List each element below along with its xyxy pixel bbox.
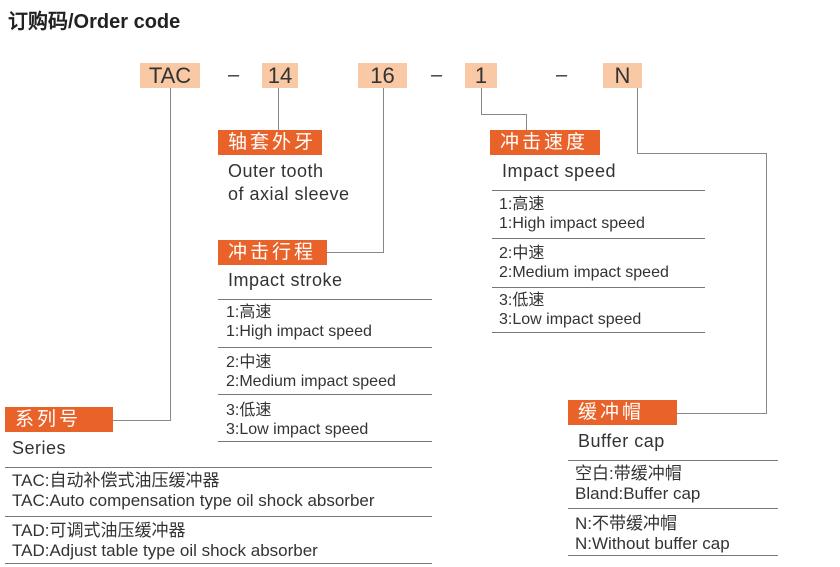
connector-line — [526, 114, 527, 130]
code-dash: – — [228, 64, 240, 86]
speed-tag: 冲击速度 — [490, 130, 600, 155]
connector-line — [637, 88, 638, 153]
cap-tag: 缓冲帽 — [568, 400, 677, 425]
series-tag: 系列号 — [5, 407, 113, 432]
divider — [492, 238, 705, 239]
divider — [492, 190, 705, 191]
code-dash: – — [431, 64, 443, 86]
stroke-tag: 冲击行程 — [218, 240, 327, 265]
series-heading: Series — [12, 438, 67, 458]
code-dash: – — [556, 64, 568, 86]
divider — [5, 563, 432, 564]
divider — [5, 516, 432, 517]
sleeve-heading: of axial sleeve — [228, 184, 350, 204]
connector-line — [677, 413, 767, 414]
stroke-heading: Impact stroke — [228, 270, 343, 290]
divider — [492, 332, 705, 333]
code-series: TAC — [140, 63, 200, 88]
divider — [492, 287, 705, 288]
connector-line — [113, 420, 171, 421]
divider — [218, 299, 432, 300]
divider — [218, 347, 432, 348]
connector-line — [481, 88, 482, 114]
code-speed: 1 — [465, 63, 497, 88]
speed-heading: Impact speed — [502, 161, 617, 181]
code-cap: N — [603, 63, 642, 88]
connector-line — [327, 252, 384, 253]
divider — [218, 394, 432, 395]
connector-line — [481, 114, 527, 115]
connector-line — [383, 88, 384, 253]
sleeve-tag: 轴套外牙 — [218, 130, 322, 155]
connector-line — [170, 88, 171, 420]
cap-heading: Buffer cap — [578, 431, 665, 451]
divider — [568, 555, 778, 556]
divider — [5, 467, 432, 468]
divider — [568, 460, 778, 461]
sleeve-heading: Outer tooth — [228, 161, 324, 181]
divider — [218, 441, 432, 442]
page-title: 订购码/Order code — [8, 11, 181, 33]
connector-line — [766, 153, 767, 413]
connector-line — [637, 153, 767, 154]
connector-line — [278, 88, 279, 130]
code-sleeve: 14 — [262, 63, 298, 88]
divider — [568, 508, 778, 509]
code-stroke: 16 — [358, 63, 407, 88]
